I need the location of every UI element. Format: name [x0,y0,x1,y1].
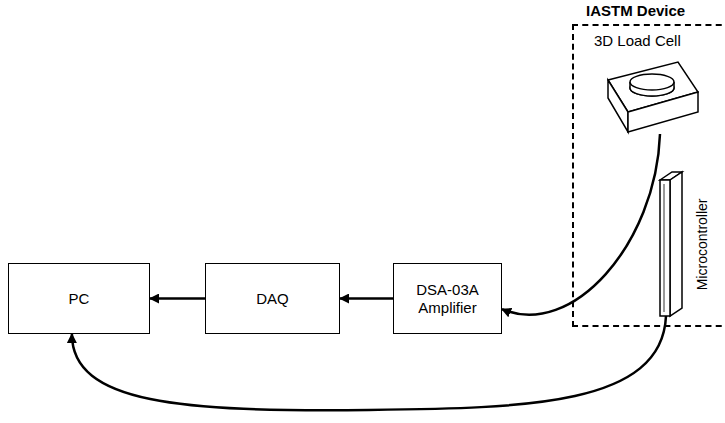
node-label: 3D Load Cell [594,32,681,50]
process-box: DAQ [205,263,340,334]
process-box: PC [8,263,150,334]
signal-arrow [502,134,660,315]
node-label: Microcontroller [694,198,711,290]
group-title: IASTM Device [586,2,685,19]
microcontroller-board [658,168,720,320]
microcontroller: Microcontroller [658,168,720,320]
signal-arrow [150,297,205,300]
device-group: IASTM Device3D Load CellMicrocontroller [572,24,725,327]
node-label: PC [69,290,90,308]
load-cell: 3D Load Cell [594,32,704,156]
node-label: DAQ [256,290,289,308]
process-box: DSA-03A Amplifier [393,263,502,334]
signal-arrow [72,316,666,410]
node-label: DSA-03A Amplifier [398,281,497,317]
signal-arrow [340,297,393,300]
load-cell-symbol [594,32,704,156]
